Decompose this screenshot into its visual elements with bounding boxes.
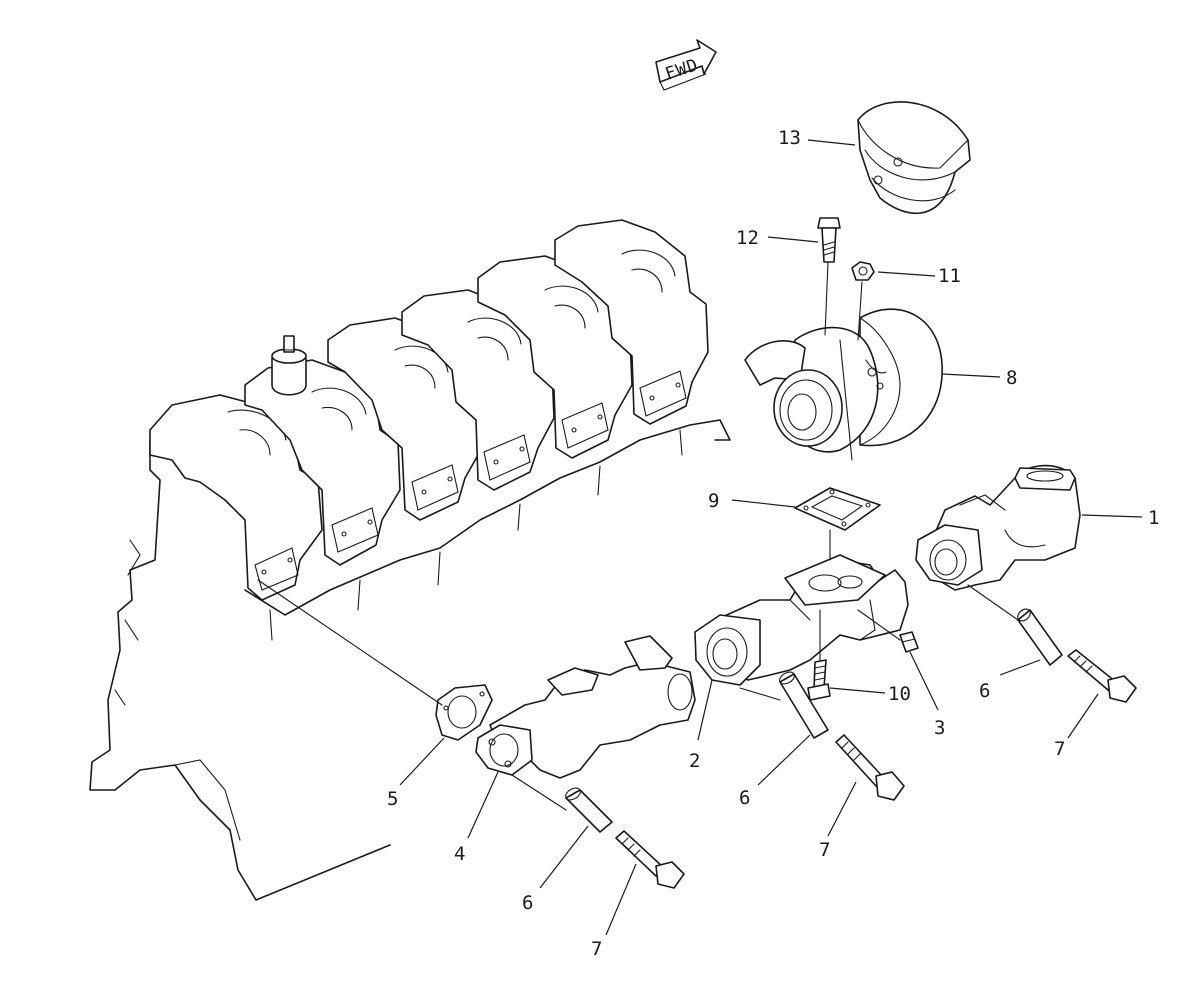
bolt-12 — [817, 217, 841, 263]
callout-6-center: 6 — [739, 787, 750, 809]
callout-5: 5 — [387, 788, 398, 810]
callout-11: 11 — [938, 265, 961, 287]
turbocharger-8 — [744, 308, 943, 461]
bolt-10 — [807, 659, 831, 701]
gasket-5 — [435, 684, 493, 741]
exhaust-manifold-2 — [694, 554, 909, 686]
callout-7-rear: 7 — [1054, 738, 1065, 760]
engine-block — [89, 219, 731, 901]
callout-13: 13 — [778, 127, 801, 149]
callout-9: 9 — [708, 490, 719, 512]
nut-11 — [851, 261, 875, 281]
bolt-7-rear — [1067, 649, 1137, 703]
exhaust-manifold-4 — [475, 635, 696, 779]
spacer-6-front — [565, 787, 613, 833]
callout-7-center: 7 — [819, 839, 830, 861]
fwd-label: FWD — [663, 55, 701, 84]
callout-3: 3 — [934, 717, 945, 739]
spacer-6-center — [779, 671, 829, 739]
leader-lines — [257, 139, 1143, 936]
spacer-6-rear — [1017, 608, 1063, 666]
callout-7-front: 7 — [591, 938, 602, 960]
callout-6-front: 6 — [522, 892, 533, 914]
callout-8: 8 — [1006, 367, 1017, 389]
callout-12: 12 — [736, 227, 759, 249]
gasket-9 — [794, 487, 881, 531]
bolt-7-front — [615, 830, 685, 889]
callout-10: 10 — [888, 683, 911, 705]
plug-3 — [899, 631, 919, 653]
heat-shield-13 — [857, 101, 971, 214]
callout-6-rear: 6 — [979, 680, 990, 702]
fwd-arrow: FWD — [655, 39, 717, 91]
exhaust-manifold-1 — [915, 464, 1081, 591]
bolt-7-center — [835, 734, 905, 801]
callout-4: 4 — [454, 843, 465, 865]
callouts: 13 12 11 8 9 1 10 3 2 6 6 6 7 7 7 5 4 — [387, 127, 1159, 960]
callout-1: 1 — [1148, 507, 1159, 529]
callout-2: 2 — [689, 750, 700, 772]
